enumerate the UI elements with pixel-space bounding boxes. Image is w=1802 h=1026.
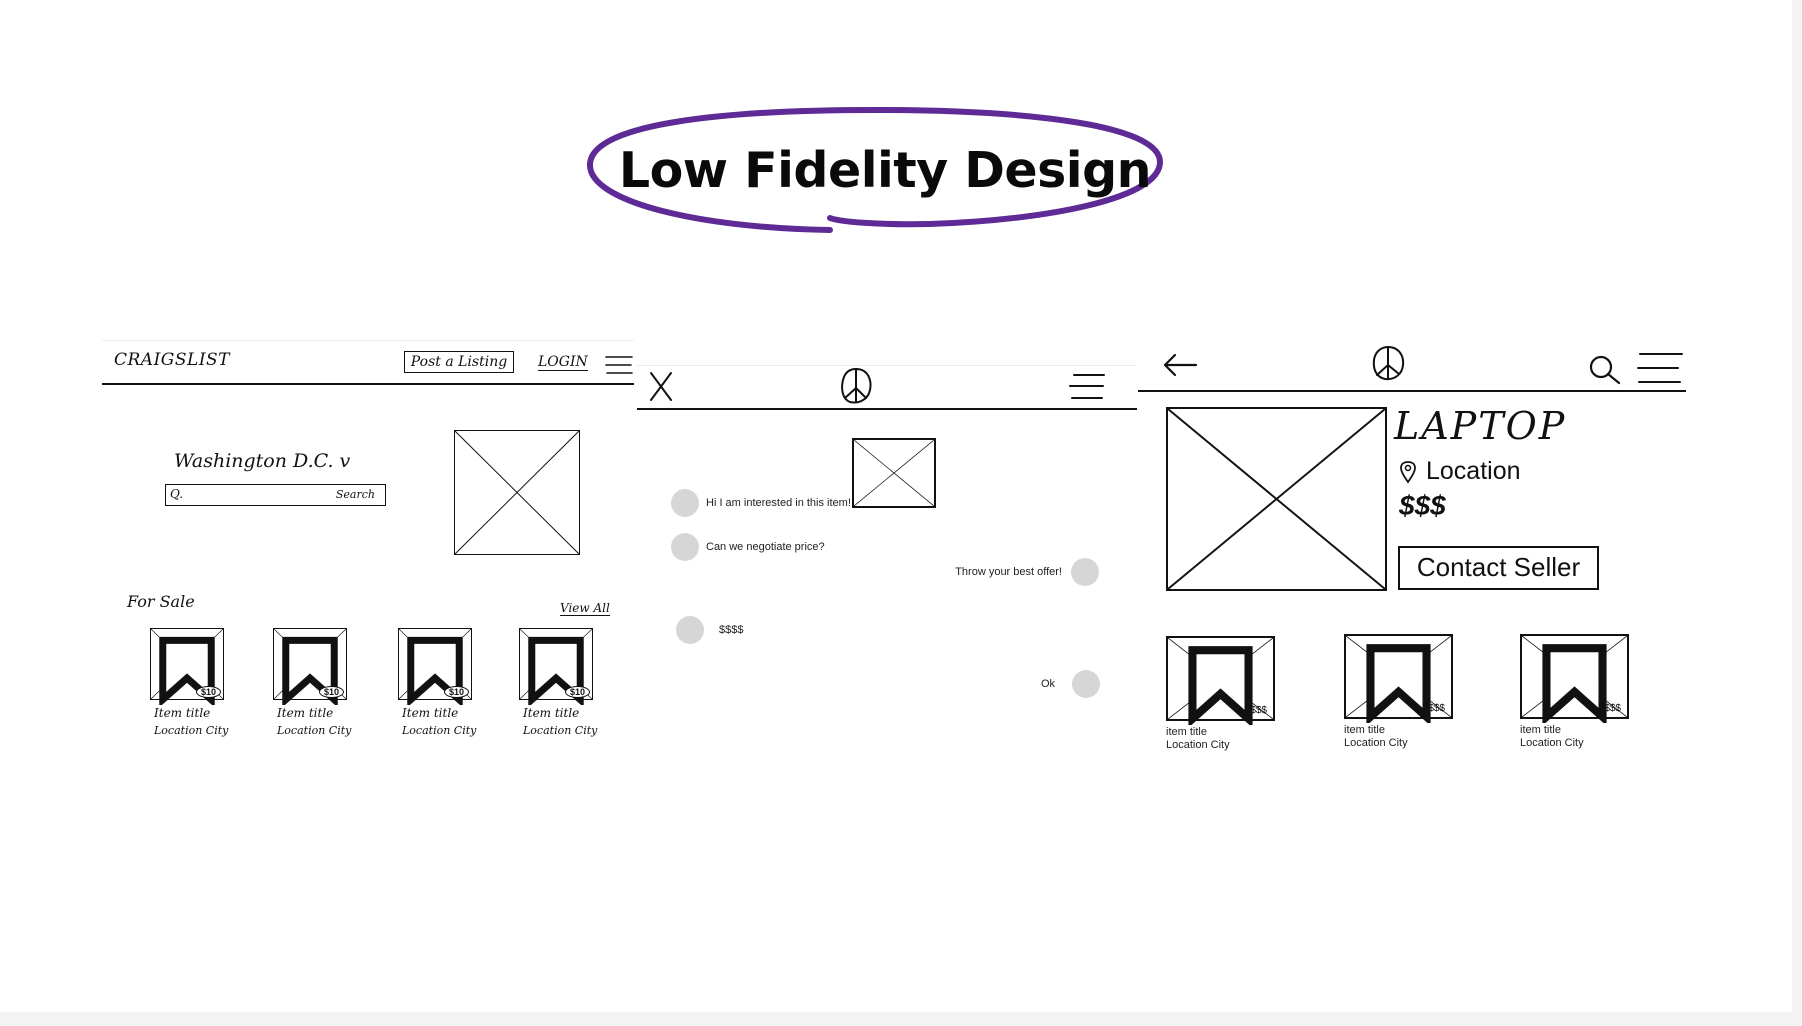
product-title: LAPTOP [1394, 404, 1567, 448]
section-title: For Sale [127, 592, 195, 611]
avatar [671, 489, 699, 517]
listing-location: Location City [154, 724, 229, 737]
bookmark-icon[interactable] [1346, 642, 1451, 723]
price-tag: $10 [318, 686, 344, 698]
listing-location: Location City [277, 724, 352, 737]
back-arrow-icon[interactable] [1162, 352, 1198, 378]
listing-image-placeholder[interactable]: $10 [150, 628, 224, 705]
listing-image-placeholder[interactable]: $10 [519, 628, 593, 705]
location-pin-icon [1400, 461, 1416, 484]
price-tag: $10 [443, 686, 469, 698]
screen2-top-border [637, 365, 1137, 366]
related-item-location: Location City [1344, 737, 1408, 749]
price-tag: $10 [564, 686, 590, 698]
chat-message: Hi I am interested in this item! [706, 497, 851, 509]
bookmark-icon[interactable] [1522, 642, 1627, 723]
search-icon[interactable] [1588, 354, 1622, 386]
product-price: $$$ [1399, 490, 1446, 521]
listing-image-placeholder[interactable]: $10 [398, 628, 472, 705]
chat-message: Ok [1040, 678, 1055, 690]
post-listing-button[interactable]: Post a Listing [404, 351, 514, 373]
price-label: $$$ [1604, 703, 1621, 714]
bookmark-icon[interactable] [1168, 644, 1273, 725]
contact-seller-button[interactable]: Contact Seller [1398, 546, 1599, 590]
screen1-logo[interactable]: CRAIGSLIST [114, 350, 231, 370]
screen3-header-line [1138, 390, 1686, 392]
title-ellipse [586, 106, 1164, 233]
search-input[interactable]: Q. Search [165, 484, 386, 506]
login-link[interactable]: LOGIN [538, 354, 588, 371]
price-label: $$$ [1250, 705, 1267, 716]
close-icon[interactable] [648, 370, 674, 402]
related-item-location: Location City [1166, 739, 1230, 751]
chat-item-image-placeholder [852, 438, 936, 508]
listing-location: Location City [523, 724, 598, 737]
listing-title: Item title [277, 706, 334, 720]
related-item-title: item title [1520, 724, 1561, 736]
product-location: Location [1426, 457, 1521, 485]
search-input-placeholder: Q. [170, 487, 184, 501]
hamburger-icon[interactable] [1068, 371, 1106, 403]
price-label: $$$ [1428, 703, 1445, 714]
avatar [671, 533, 699, 561]
avatar [676, 616, 704, 644]
related-item-title: item title [1166, 726, 1207, 738]
listing-title: Item title [402, 706, 459, 720]
listing-image-placeholder[interactable]: $10 [273, 628, 347, 705]
related-item-title: item title [1344, 724, 1385, 736]
search-button[interactable]: Search [335, 488, 375, 501]
listing-title: Item title [154, 706, 211, 720]
listing-location: Location City [402, 724, 477, 737]
listing-title: Item title [523, 706, 580, 720]
screen1-top-border [102, 340, 634, 341]
related-item-image-placeholder[interactable]: $$$ [1520, 634, 1629, 723]
avatar [1071, 558, 1099, 586]
peace-logo-icon[interactable] [1370, 344, 1406, 382]
chat-message: $$$$ [719, 624, 744, 636]
view-all-link[interactable]: View All [560, 601, 610, 616]
page-title: Low Fidelity Design [618, 142, 1152, 199]
price-tag: $10 [195, 686, 221, 698]
hamburger-icon[interactable] [1636, 350, 1684, 386]
hero-image-placeholder [454, 430, 580, 555]
hamburger-icon[interactable] [604, 354, 634, 376]
chat-message: Throw your best offer! [955, 566, 1062, 578]
related-item-location: Location City [1520, 737, 1584, 749]
related-item-image-placeholder[interactable]: $$$ [1344, 634, 1453, 723]
product-image-placeholder [1166, 407, 1387, 591]
related-item-image-placeholder[interactable]: $$$ [1166, 636, 1275, 725]
screen1-header-line [102, 383, 634, 385]
peace-logo-icon[interactable] [838, 366, 874, 406]
avatar [1072, 670, 1100, 698]
screen2-header-line [637, 408, 1137, 410]
chat-message: Can we negotiate price? [706, 541, 825, 553]
location-selector[interactable]: Washington D.C. v [174, 450, 351, 472]
